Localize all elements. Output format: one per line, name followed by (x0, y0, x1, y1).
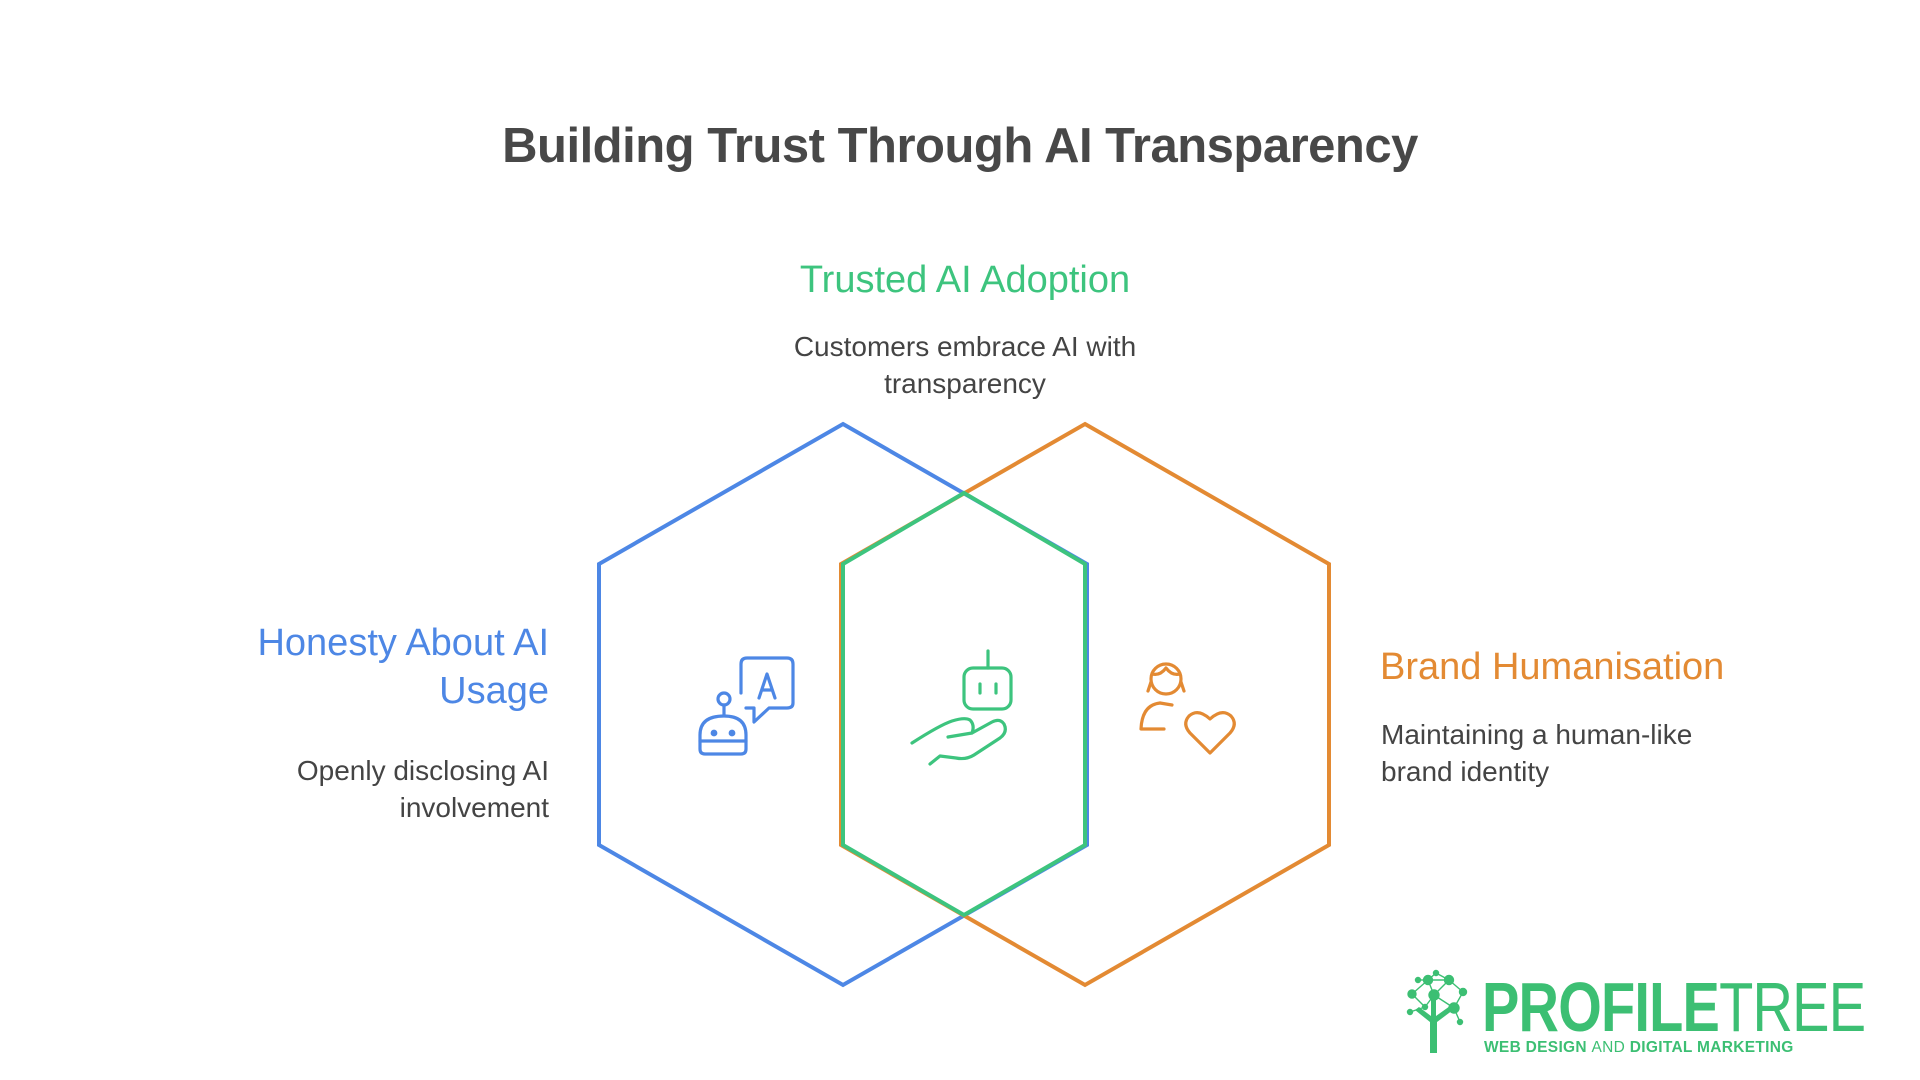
robot-speech-bubble-icon (698, 656, 795, 756)
description-line: Openly disclosing AI (296, 755, 549, 786)
description-line: Customers embrace AI with (793, 331, 1137, 362)
section-description-trusted: Customers embrace AI with transparency (710, 328, 1220, 402)
network-tree-icon (1406, 969, 1468, 1053)
profiletree-logo: PROFILETREE WEB DESIGN AND DIGITAL MARKE… (1400, 971, 1866, 1056)
description-line: Maintaining a human-like (1381, 719, 1693, 750)
section-label-trusted: Trusted AI Adoption (799, 259, 1131, 301)
description-line: involvement (399, 792, 549, 823)
section-description-honesty: Openly disclosing AI involvement (180, 752, 549, 826)
logo-wordmark: PROFILETREE (1482, 968, 1866, 1046)
description-line: transparency (884, 368, 1046, 399)
diagram-title: Building Trust Through AI Transparency (502, 119, 1418, 173)
description-line: brand identity (1381, 756, 1550, 787)
section-label-honesty: Honesty About AI Usage (180, 619, 549, 715)
person-heart-icon (1139, 662, 1236, 755)
label-line: Usage (439, 670, 549, 712)
section-label-brand: Brand Humanisation (1380, 646, 1725, 688)
hand-holding-robot-icon (910, 649, 1013, 766)
section-description-brand: Maintaining a human-like brand identity (1381, 716, 1801, 790)
logo-tagline: WEB DESIGN AND DIGITAL MARKETING (1484, 1039, 1794, 1056)
label-line: Honesty About AI (257, 622, 549, 664)
hexagon-trusted (841, 490, 1087, 918)
